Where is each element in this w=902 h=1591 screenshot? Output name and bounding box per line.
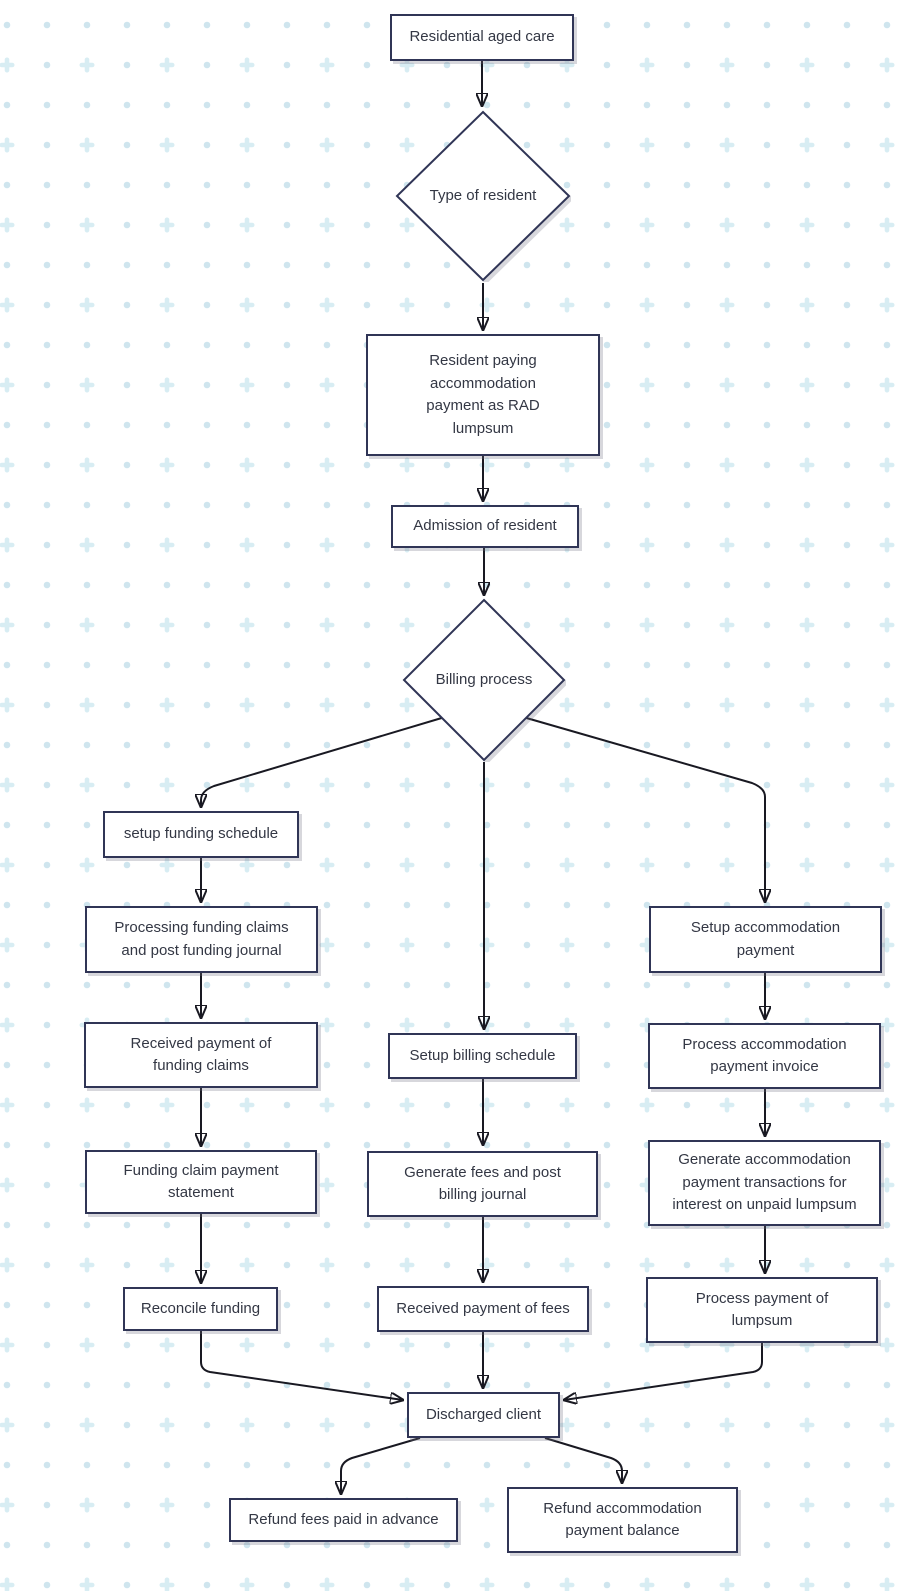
node-resident-paying-rad-lumpsum: Resident paying accommodation payment as… [366,334,600,456]
node-label: Residential aged care [409,28,555,46]
node-setup-accommodation-payment: Setup accommodation payment [649,906,882,973]
node-label: setup funding schedule [123,825,279,843]
node-setup-funding-schedule: setup funding schedule [103,811,299,858]
node-label: Refund accommodation payment balance [543,1499,702,1540]
edge-discharged-to-refund-accom [544,1437,622,1483]
node-funding-claim-payment-statement: Funding claim payment statement [85,1150,317,1214]
node-setup-billing-schedule: Setup billing schedule [388,1033,577,1079]
node-received-payment-funding-claims: Received payment of funding claims [84,1022,318,1088]
node-billing-process: Billing process [402,598,566,762]
node-refund-fees-paid-in-advance: Refund fees paid in advance [229,1498,458,1542]
node-received-payment-of-fees: Received payment of fees [377,1286,589,1332]
node-label: Billing process [435,670,533,688]
node-label: Setup billing schedule [409,1046,556,1064]
node-label: Received payment of funding claims [130,1034,272,1075]
node-residential-aged-care: Residential aged care [390,14,574,61]
node-label: Process payment of lumpsum [695,1289,829,1330]
edge-billing-to-setup-accom [522,716,765,902]
node-label: Generate accommodation payment transacti… [672,1151,857,1214]
node-admission-of-resident: Admission of resident [391,505,579,548]
edge-discharged-to-refund-fees [341,1437,421,1494]
diamond-shape [395,110,571,282]
node-label: Discharged client [425,1405,542,1423]
node-label: Received payment of fees [396,1299,570,1317]
node-label: Type of resident [429,186,537,204]
node-reconcile-funding: Reconcile funding [123,1287,278,1331]
node-label: Admission of resident [413,517,557,535]
node-processing-funding-claims: Processing funding claims and post fundi… [85,906,318,973]
node-label: Reconcile funding [140,1299,261,1317]
diamond-shape [402,598,566,762]
node-discharged-client: Discharged client [407,1392,560,1438]
node-refund-accommodation-payment-balance: Refund accommodation payment balance [507,1487,738,1553]
node-label: Resident paying accommodation payment as… [426,352,540,437]
node-label: Processing funding claims and post fundi… [114,919,289,959]
node-process-accommodation-payment-invoice: Process accommodation payment invoice [648,1023,881,1089]
edge-lumpsum-to-discharged [564,1343,763,1400]
node-process-payment-of-lumpsum: Process payment of lumpsum [646,1277,878,1343]
node-generate-fees-post-billing-journal: Generate fees and post billing journal [367,1151,598,1217]
node-label: Funding claim payment statement [123,1161,279,1202]
node-label: Refund fees paid in advance [248,1510,439,1528]
node-type-of-resident: Type of resident [395,110,571,282]
edge-reconcile-to-discharged [200,1331,403,1400]
node-label: Setup accommodation payment [690,919,841,959]
edge-billing-to-setup-funding [201,716,446,807]
node-label: Process accommodation payment invoice [682,1035,847,1076]
node-generate-accommodation-payment-transactions: Generate accommodation payment transacti… [648,1140,881,1226]
node-label: Generate fees and post billing journal [404,1163,561,1204]
